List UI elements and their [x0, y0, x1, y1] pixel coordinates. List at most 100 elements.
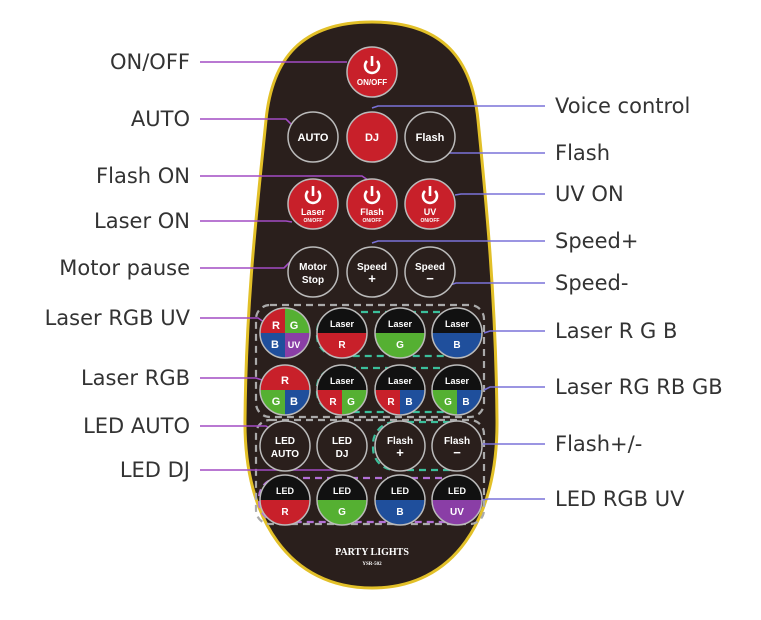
- laser-rgb-all-button-parts.1: G: [272, 396, 281, 408]
- on-off-button-sub: ON/OFF: [357, 78, 387, 87]
- uv-on-label: UV ON: [555, 182, 624, 206]
- laser-rgb-uv-leader-line: [200, 317, 265, 323]
- laser-r-g-b-leader-line: [483, 330, 545, 334]
- led-auto-button[interactable]: LED AUTO: [259, 420, 311, 472]
- motor-stop-button-sub2: Stop: [302, 275, 324, 286]
- led-dj-button-sub2: DJ: [336, 449, 349, 460]
- laser-rgbuv-button-parts.1: G: [290, 320, 299, 332]
- laser-rgb-all-button-parts.0: R: [281, 375, 289, 387]
- led-rgb-uv-leader-line: [481, 498, 545, 501]
- laser-rgbuv-button-parts.3: UV: [288, 340, 301, 350]
- voice-control-label: Voice control: [555, 94, 690, 118]
- laser-on-leader-line: [200, 220, 293, 223]
- auto-button[interactable]: AUTO: [287, 111, 339, 163]
- led-b-button-parts.0: B: [396, 507, 403, 518]
- laser-rb-button-parts.1: B: [405, 397, 412, 408]
- model-number: YSR-502: [362, 562, 382, 567]
- power-icon: [421, 186, 439, 205]
- flash-button[interactable]: Flash: [404, 111, 456, 163]
- led-b-button-main: LED: [391, 486, 410, 496]
- speed-plus-button-sub2: +: [368, 271, 376, 286]
- led-g-button-parts.0: G: [338, 507, 346, 518]
- flash-plus-button-sub2: +: [396, 445, 404, 460]
- laser-rgb-leader-line: [200, 377, 263, 381]
- motor-pause-label: Motor pause: [59, 256, 190, 280]
- led-group-outline: [254, 418, 486, 526]
- led-dj-button-main: LED: [332, 436, 352, 447]
- speed-minus-button[interactable]: Speed−: [404, 246, 456, 298]
- laser-rb-button-parts.0: R: [387, 397, 395, 408]
- led-uv-button-parts.0: UV: [450, 507, 464, 518]
- laser-rg-rb-gb-label: Laser RG RB GB: [555, 375, 723, 399]
- dj-button[interactable]: DJ: [346, 111, 398, 163]
- laser-b-button-parts.0: B: [453, 340, 460, 351]
- led-auto-button-main: LED: [275, 436, 295, 447]
- speed-plus-button-main: Speed: [357, 262, 387, 273]
- flash-on-off-button-sub: ON/OFF: [363, 218, 382, 224]
- led-r-button-main: LED: [276, 486, 295, 496]
- flash-button-main: Flash: [416, 132, 445, 144]
- brand-name: PARTY LIGHTS: [335, 547, 409, 558]
- speed-minus-button-sub2: −: [426, 271, 434, 286]
- led-rgb-uv-label: LED RGB UV: [555, 487, 685, 511]
- led-dj-button[interactable]: LED DJ: [316, 420, 368, 472]
- laser-rgbuv-button-parts.2: B: [271, 339, 279, 351]
- laser-gb-button-parts.1: B: [462, 397, 469, 408]
- speed-minus-button-main: Speed: [415, 262, 445, 273]
- laser-rgb-uv-label: Laser RGB UV: [45, 306, 191, 330]
- laser-rg-button-parts.1: G: [347, 397, 355, 408]
- laser-gb-button-parts.0: G: [444, 397, 452, 408]
- auto-leader-line: [200, 118, 293, 126]
- on-off-button[interactable]: ON/OFF: [346, 46, 398, 98]
- laser-g-button-parts.0: G: [396, 340, 404, 351]
- uv-on-off-button-sub: ON/OFF: [421, 218, 440, 224]
- auto-button-main: AUTO: [298, 132, 329, 144]
- flash-on-off-button-main: Flash: [360, 207, 384, 217]
- speed-plus-button[interactable]: Speed+: [346, 246, 398, 298]
- power-icon: [363, 56, 381, 75]
- flash-plus-button[interactable]: Flash+: [374, 420, 426, 472]
- flash-label: Flash: [555, 141, 610, 165]
- led-b-button[interactable]: LED B: [374, 474, 426, 526]
- laser-g-button-main: Laser: [388, 319, 413, 329]
- flash-minus-button[interactable]: Flash−: [431, 420, 483, 472]
- laser-on-off-button-sub: ON/OFF: [304, 218, 323, 224]
- speed-minus-label: Speed-: [555, 271, 628, 295]
- laser-rb-button-main: Laser: [388, 376, 413, 386]
- laser-rgb-all-button-parts.2: B: [290, 396, 298, 408]
- laser-r-button-main: Laser: [330, 319, 355, 329]
- uv-on-leader-line: [454, 193, 545, 196]
- flash-on-label: Flash ON: [96, 164, 190, 188]
- laser-on-off-button-main: Laser: [301, 207, 326, 217]
- on-off-label: ON/OFF: [110, 50, 190, 74]
- led-r-button[interactable]: LED R: [259, 474, 311, 526]
- voice-control-leader-line: [371, 105, 545, 109]
- power-icon: [363, 186, 381, 205]
- led-rgb-uv-outline: [257, 476, 483, 524]
- laser-b-button-main: Laser: [445, 319, 470, 329]
- flash-on-leader-line: [200, 175, 369, 181]
- laser-rg-rb-gb-leader-line: [483, 386, 545, 391]
- flash-plus-button-main: Flash: [387, 436, 413, 447]
- led-r-button-parts.0: R: [281, 507, 289, 518]
- led-auto-button-sub2: AUTO: [271, 449, 299, 460]
- dj-button-main: DJ: [365, 132, 379, 144]
- laser-rgb-label: Laser RGB: [81, 366, 190, 390]
- speed-plus-leader-line: [371, 240, 545, 244]
